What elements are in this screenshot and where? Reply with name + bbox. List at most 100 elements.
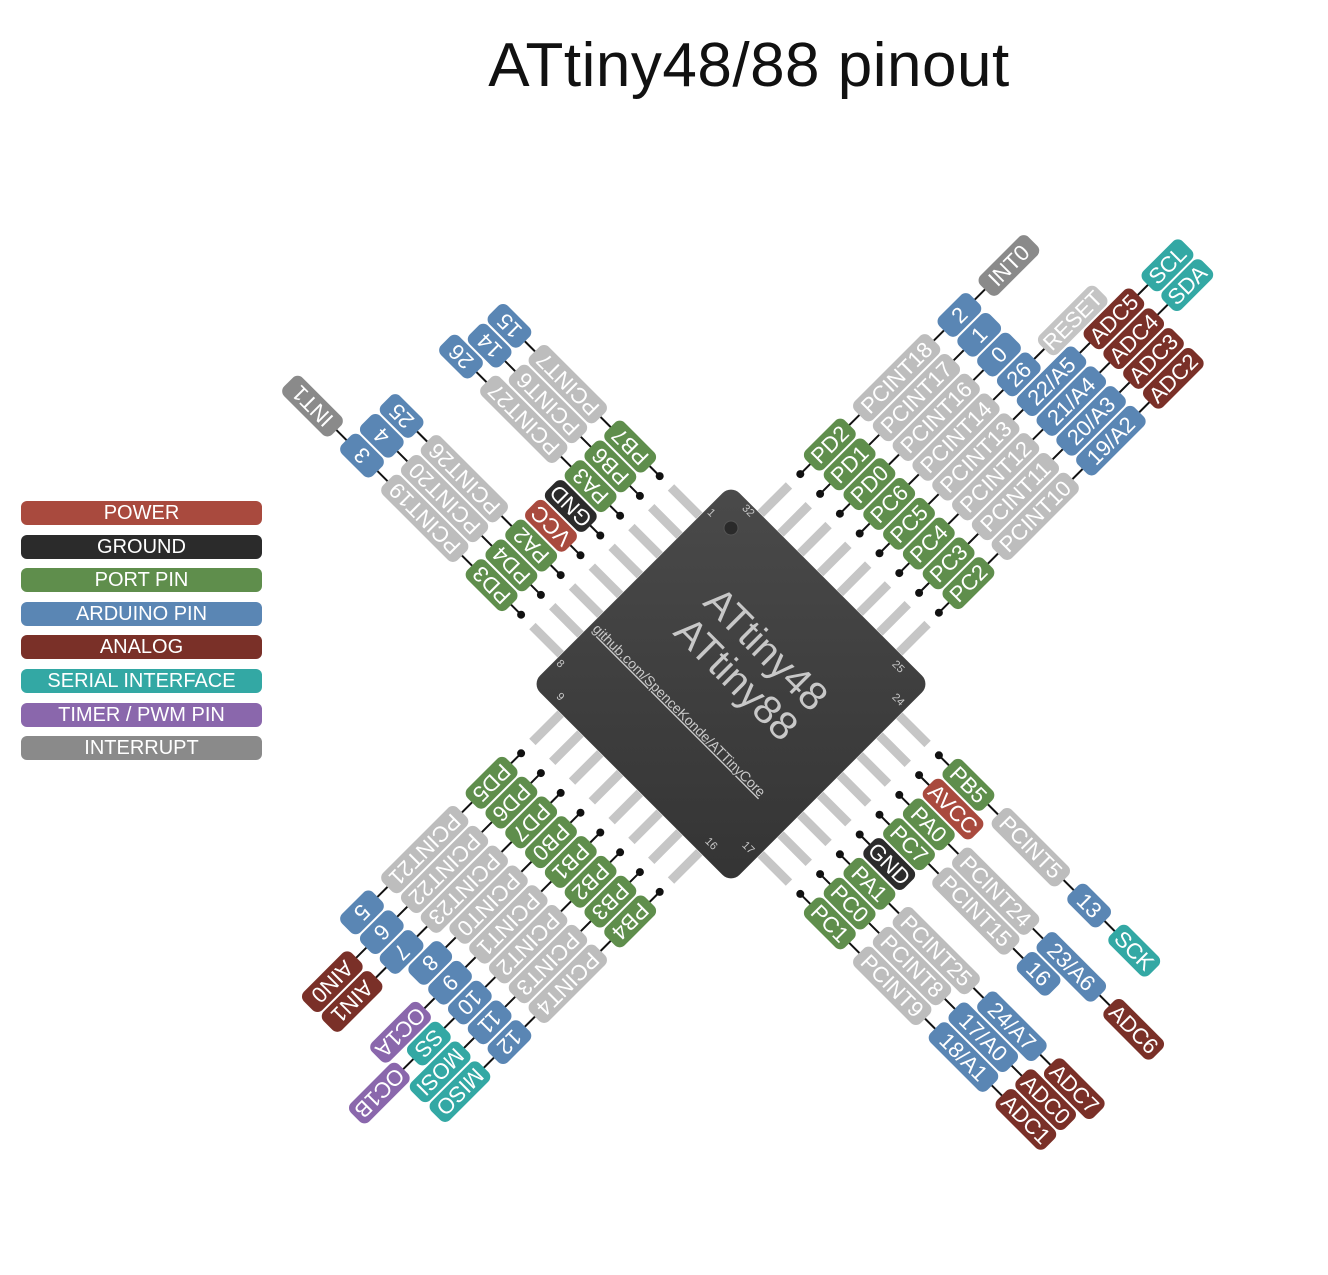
pin-lead xyxy=(568,583,604,618)
pin-label-pill xyxy=(995,1089,1057,1150)
pin-label-pill xyxy=(1036,366,1107,436)
pin-label-text: OC1B xyxy=(349,1063,409,1123)
legend-item-ground: GROUND xyxy=(21,534,262,559)
pin-lead xyxy=(568,750,604,785)
pin-label-pill xyxy=(584,875,637,928)
pin-label-pill xyxy=(465,756,518,809)
pin-dot xyxy=(796,470,805,479)
pin-label-6: 6 xyxy=(359,910,404,955)
pin-label-pill xyxy=(1123,328,1184,389)
pin-dot xyxy=(556,788,565,797)
pin-dot xyxy=(855,830,864,839)
pin-label-int1: INT1 xyxy=(282,375,343,437)
pin-label-pill xyxy=(1141,239,1194,292)
pin-lead xyxy=(588,563,624,599)
pin-label-pcint5: PCINT5 xyxy=(991,808,1070,887)
pin-label-pill xyxy=(429,1061,491,1122)
pin-label-pill xyxy=(977,991,1047,1062)
pin-dot xyxy=(616,848,625,857)
pin-label-pill xyxy=(952,847,1040,935)
pin-label-pill xyxy=(1142,347,1204,409)
pin-label-pill xyxy=(853,334,941,422)
pin-label-pill xyxy=(604,420,657,473)
pin-dot xyxy=(517,749,526,758)
legend-item-timer-pwm-pin: TIMER / PWM PIN xyxy=(21,702,262,727)
pin-label-pill xyxy=(359,413,404,458)
pin-label-pd1: PD1 xyxy=(823,438,876,491)
pin-label-pill xyxy=(1037,285,1108,356)
pin-label-pill xyxy=(928,1022,999,1092)
pin-label-0: 0 xyxy=(977,332,1021,377)
pin-lead xyxy=(529,710,564,746)
pin-label-pill xyxy=(505,519,558,572)
pin-label-pill xyxy=(525,499,577,552)
pin-label-pill xyxy=(420,435,508,523)
pin-label-pill xyxy=(803,418,856,471)
pin-label-pill xyxy=(952,433,1040,521)
pin-lead xyxy=(628,523,663,559)
pin-lead xyxy=(876,732,911,767)
pin-lead xyxy=(549,730,584,765)
pin-label-text: ADC6 xyxy=(1104,1000,1163,1059)
pin-lead xyxy=(608,543,644,579)
pin-label-pill xyxy=(902,517,955,570)
pin-label-pill xyxy=(977,332,1021,377)
pin-dot xyxy=(596,828,605,837)
pin-label-pill xyxy=(301,951,363,1013)
pin-dot xyxy=(796,889,805,898)
pin-label-4: 4 xyxy=(359,413,404,458)
pin-label-pill xyxy=(564,460,617,513)
pin-label-pill xyxy=(1016,951,1061,996)
pin-dot xyxy=(835,509,844,518)
pin-lead xyxy=(856,752,892,787)
pin-label-1: 1 xyxy=(957,312,1002,357)
pin-lead xyxy=(648,504,683,539)
pin-label-pill xyxy=(932,413,1020,501)
pin-label-pill xyxy=(957,312,1002,357)
chip-package: ATtiny48ATtiny88github.com/SpenceKonde/A… xyxy=(536,489,926,879)
pin-label-pill xyxy=(1015,1069,1076,1131)
pin-label-pill xyxy=(505,796,558,849)
legend-item-analog: ANALOG xyxy=(21,635,262,660)
pin-label-pill xyxy=(892,373,980,461)
pin-lead xyxy=(648,829,683,864)
pin-dot xyxy=(536,769,545,778)
pin-lead xyxy=(896,620,931,656)
pin-dot xyxy=(655,887,664,896)
pin-dot xyxy=(855,529,864,538)
pin-lead xyxy=(608,789,644,825)
pin-label-pill xyxy=(1056,386,1126,456)
pin-label-pill xyxy=(1016,346,1087,417)
pin-label-5: 5 xyxy=(340,890,384,935)
pin-label-pill xyxy=(379,394,424,438)
pin-dot xyxy=(816,489,825,498)
pin-dot xyxy=(875,810,884,819)
pin-label-pill xyxy=(1036,932,1107,1002)
pin-label-pill xyxy=(823,438,876,491)
pin-label-pill xyxy=(465,559,518,612)
pin-label-pill xyxy=(408,941,453,985)
pin-label-pill xyxy=(321,971,383,1032)
legend-item-interrupt: INTERRUPT xyxy=(21,736,262,761)
pin-dot xyxy=(536,590,545,599)
pin-label-3: 3 xyxy=(340,433,384,478)
pin-label-pill xyxy=(978,235,1040,296)
pin-label-pb3: PB3 xyxy=(584,875,637,928)
pin-dot xyxy=(895,790,904,799)
pin-dot xyxy=(576,551,585,560)
pin-label-pill xyxy=(370,1001,431,1063)
pin-label-pill xyxy=(467,323,512,368)
pin-dot xyxy=(635,868,644,877)
pin-label-pill xyxy=(872,353,961,442)
pin-label-pill xyxy=(480,375,568,463)
pin-lead xyxy=(667,849,703,884)
pin-dot xyxy=(596,531,605,540)
pin-label-pill xyxy=(485,539,538,592)
pin-label-pill xyxy=(544,480,597,532)
pin-label-9: 9 xyxy=(428,960,472,1005)
pin-dot xyxy=(915,771,924,780)
pin-label-pill xyxy=(948,1002,1019,1073)
pin-label-pill xyxy=(508,924,588,1004)
pin-label-pill xyxy=(892,907,980,995)
